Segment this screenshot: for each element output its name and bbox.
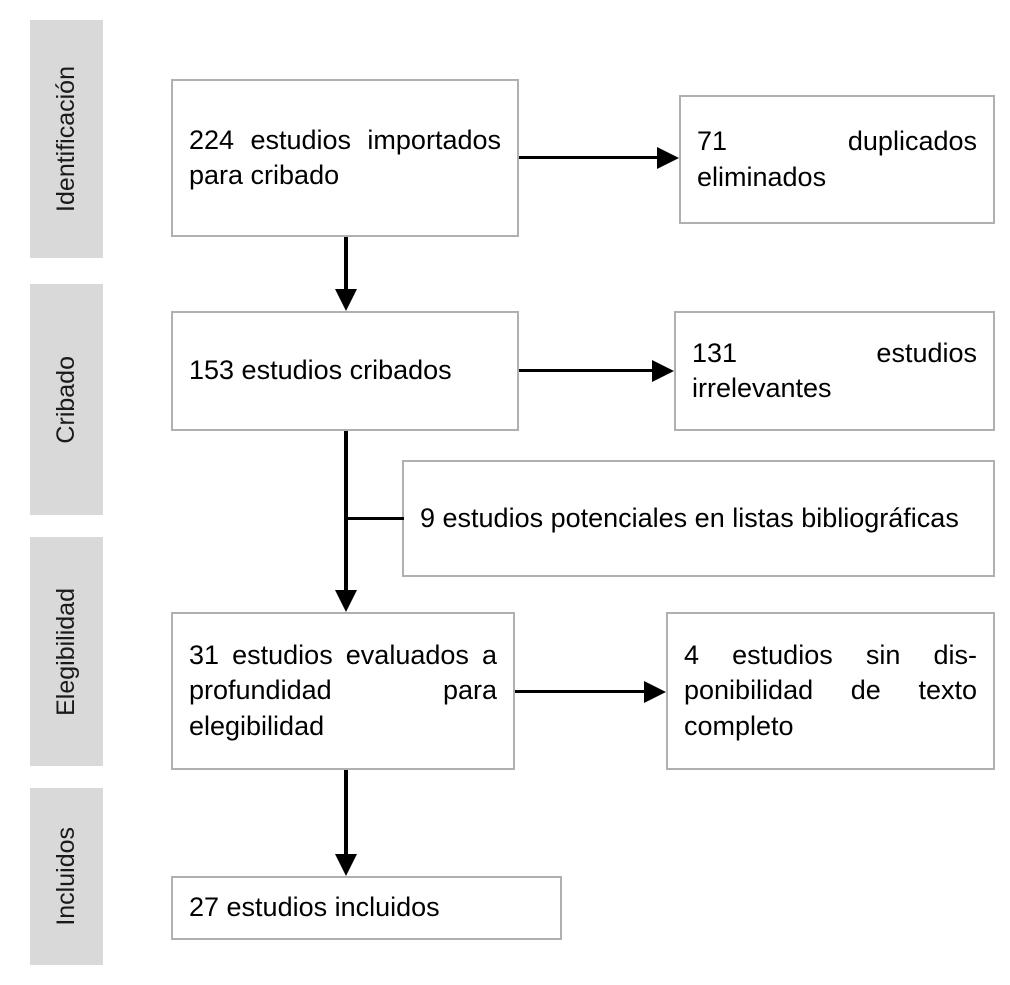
stage-band-incluidos: Incluidos: [30, 788, 103, 965]
box-included-studies-text: 27 estudios incluidos: [189, 892, 440, 923]
box-imported-studies-text: 224 estudios importados para cribado: [189, 124, 501, 190]
box-included-studies: 27 estudios incluidos: [171, 876, 562, 940]
stage-label-cribado: Cribado: [52, 355, 80, 444]
stage-label-incluidos: Incluidos: [52, 827, 80, 926]
box-screened-studies: 153 estudios cribados: [171, 311, 519, 431]
stage-band-cribado: Cribado: [30, 284, 103, 515]
arrowhead-imported-to-screened: [335, 289, 357, 311]
stage-label-identificacion: Identificación: [52, 66, 80, 212]
stage-band-elegibilidad: Elegibilidad: [30, 537, 103, 766]
arrowhead-screened-to-irrelevant: [652, 360, 674, 382]
box-assessed-studies: 31 estudios evalua­dos a profundidad par…: [171, 612, 515, 770]
box-duplicates-removed-text: 71 duplicados eliminados: [697, 126, 977, 192]
box-irrelevant-studies: 131 estudios irrelevantes: [674, 311, 995, 431]
box-duplicates-removed: 71 duplicados eliminados: [679, 95, 995, 224]
connector-assessed-to-no-full-text: [515, 690, 644, 693]
connector-imported-to-screened: [344, 237, 348, 289]
arrowhead-screened-to-assessed: [335, 590, 357, 612]
box-no-full-text-studies-text: 4 estudios sin dis­ponibilidad de texto …: [684, 640, 977, 741]
box-no-full-text-studies: 4 estudios sin dis­ponibilidad de texto …: [666, 612, 995, 770]
connector-assessed-to-included: [344, 770, 348, 854]
box-assessed-studies-text: 31 estudios evalua­dos a profundidad par…: [189, 640, 497, 741]
stage-label-elegibilidad: Elegibilidad: [52, 587, 80, 716]
connector-screened-to-assessed: [344, 431, 348, 590]
stage-band-identificacion: Identificación: [30, 20, 103, 258]
connector-screened-to-irrelevant: [519, 369, 652, 372]
arrowhead-assessed-to-included: [335, 854, 357, 876]
connector-imported-to-duplicates: [519, 156, 657, 159]
box-imported-studies: 224 estudios importados para cribado: [171, 79, 519, 237]
arrowhead-assessed-to-no-full-text: [644, 681, 666, 703]
arrowhead-imported-to-duplicates: [657, 147, 679, 169]
box-reference-list-studies: 9 estudios potenciales en listas bibliog…: [402, 460, 995, 577]
box-reference-list-studies-text: 9 estudios potenciales en listas bibliog…: [420, 502, 959, 533]
box-screened-studies-text: 153 estudios cribados: [189, 355, 452, 386]
connector-reference-lists-to-trunk: [344, 517, 404, 520]
box-irrelevant-studies-text: 131 estudios irrelevantes: [692, 337, 977, 403]
